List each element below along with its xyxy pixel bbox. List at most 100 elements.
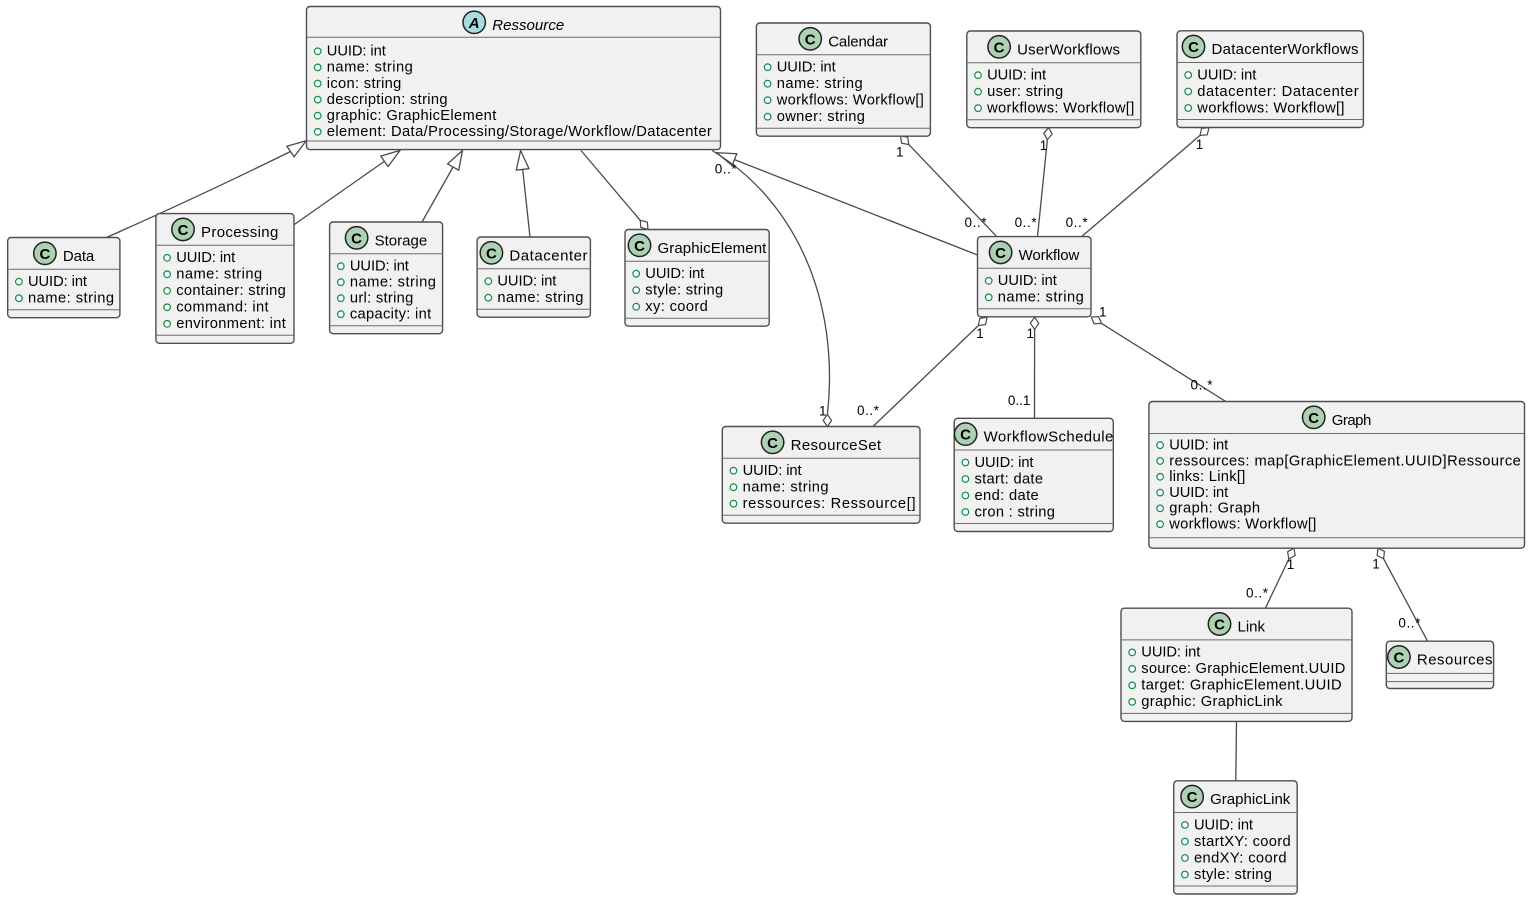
svg-text:name: string: name: string <box>176 267 262 283</box>
svg-text:capacity: int: capacity: int <box>350 307 431 323</box>
svg-text:C: C <box>767 435 778 452</box>
svg-text:workflows: Workflow[]: workflows: Workflow[] <box>1196 100 1344 116</box>
svg-text:ressources: map[GraphicElement: ressources: map[GraphicElement.UUID]Ress… <box>1169 453 1521 469</box>
svg-text:container: string: container: string <box>176 283 286 299</box>
svg-text:UUID: int: UUID: int <box>975 455 1034 471</box>
svg-text:WorkflowSchedule: WorkflowSchedule <box>984 429 1114 446</box>
svg-text:0..*: 0..* <box>1246 586 1269 601</box>
svg-text:Workflow: Workflow <box>1019 247 1080 264</box>
svg-text:C: C <box>1188 39 1199 56</box>
svg-text:Resources: Resources <box>1417 652 1493 669</box>
svg-text:links: Link[]: links: Link[] <box>1169 469 1245 485</box>
svg-text:C: C <box>178 222 189 239</box>
svg-text:C: C <box>1393 650 1404 667</box>
svg-text:endXY: coord: endXY: coord <box>1194 850 1287 866</box>
svg-text:graphic: GraphicElement: graphic: GraphicElement <box>327 108 497 124</box>
svg-text:name: string: name: string <box>743 480 829 496</box>
svg-text:C: C <box>39 246 50 263</box>
svg-text:name: string: name: string <box>497 290 583 306</box>
svg-text:UUID: int: UUID: int <box>327 44 386 60</box>
svg-text:1: 1 <box>819 403 827 418</box>
svg-text:target: GraphicElement.UUID: target: GraphicElement.UUID <box>1141 678 1341 694</box>
svg-text:UUID: int: UUID: int <box>1194 817 1253 833</box>
svg-text:UUID: int: UUID: int <box>987 68 1046 84</box>
svg-text:1: 1 <box>896 145 904 160</box>
svg-text:ressources: Ressource[]: ressources: Ressource[] <box>743 496 916 512</box>
svg-text:UUID: int: UUID: int <box>1169 438 1228 454</box>
svg-text:Storage: Storage <box>375 232 428 249</box>
svg-text:C: C <box>1308 410 1319 427</box>
svg-text:C: C <box>994 39 1005 56</box>
svg-text:UUID: int: UUID: int <box>645 266 704 282</box>
svg-text:DatacenterWorkflows: DatacenterWorkflows <box>1212 41 1359 58</box>
svg-text:1: 1 <box>1026 326 1034 341</box>
svg-text:style: string: style: string <box>1194 867 1272 883</box>
svg-text:C: C <box>1214 617 1225 634</box>
svg-text:environment: int: environment: int <box>176 316 286 332</box>
svg-text:0..*: 0..* <box>1398 616 1421 631</box>
svg-text:C: C <box>486 245 497 262</box>
svg-text:datacenter: Datacenter: datacenter: Datacenter <box>1197 84 1358 100</box>
svg-text:1: 1 <box>1372 557 1380 572</box>
svg-text:UUID: int: UUID: int <box>176 250 235 266</box>
svg-text:0..*: 0..* <box>857 403 880 418</box>
svg-text:workflows: Workflow[]: workflows: Workflow[] <box>1168 517 1316 533</box>
svg-text:1: 1 <box>1196 137 1204 152</box>
svg-text:UUID: int: UUID: int <box>777 60 836 76</box>
svg-text:C: C <box>805 31 816 48</box>
svg-text:0..1: 0..1 <box>1008 393 1031 408</box>
svg-text:UUID: int: UUID: int <box>350 259 409 275</box>
svg-text:user: string: user: string <box>987 84 1063 100</box>
svg-text:UUID: int: UUID: int <box>497 274 556 290</box>
svg-text:name: string: name: string <box>777 76 863 92</box>
svg-text:graph: Graph: graph: Graph <box>1169 501 1260 517</box>
svg-text:0..*: 0..* <box>965 215 988 230</box>
svg-text:UUID: int: UUID: int <box>1197 67 1256 83</box>
svg-text:Data: Data <box>63 248 95 265</box>
svg-text:workflows: Workflow[]: workflows: Workflow[] <box>986 101 1134 117</box>
svg-text:1: 1 <box>1040 138 1048 153</box>
svg-text:UUID: int: UUID: int <box>1141 645 1200 661</box>
svg-text:UUID: int: UUID: int <box>28 274 87 290</box>
svg-text:owner: string: owner: string <box>777 109 865 125</box>
svg-text:description: string: description: string <box>327 92 448 108</box>
svg-text:icon: string: icon: string <box>327 76 402 92</box>
svg-text:xy: coord: xy: coord <box>645 299 708 315</box>
svg-text:graphic: GraphicLink: graphic: GraphicLink <box>1141 694 1283 710</box>
svg-text:Datacenter: Datacenter <box>509 247 587 264</box>
svg-text:end: date: end: date <box>975 488 1039 504</box>
svg-text:startXY: coord: startXY: coord <box>1194 834 1291 850</box>
svg-text:element: Data/Processing/Stora: element: Data/Processing/Storage/Workflo… <box>327 124 712 140</box>
svg-text:Processing: Processing <box>201 224 278 241</box>
svg-text:UUID: int: UUID: int <box>743 463 802 479</box>
svg-text:command: int: command: int <box>176 300 268 316</box>
svg-text:1: 1 <box>976 326 984 341</box>
svg-text:C: C <box>960 427 971 444</box>
svg-text:workflows: Workflow[]: workflows: Workflow[] <box>776 93 924 109</box>
svg-text:0..*: 0..* <box>1015 215 1038 230</box>
svg-text:A: A <box>468 15 480 32</box>
svg-text:0..*: 0..* <box>715 161 738 176</box>
svg-text:UUID: int: UUID: int <box>1169 485 1228 501</box>
svg-text:Graph: Graph <box>1332 412 1372 429</box>
svg-text:GraphicLink: GraphicLink <box>1210 791 1291 808</box>
svg-text:C: C <box>634 238 645 255</box>
svg-text:url: string: url: string <box>350 291 413 307</box>
svg-text:start: date: start: date <box>975 471 1044 487</box>
svg-text:1: 1 <box>1099 305 1107 320</box>
svg-text:cron : string: cron : string <box>975 504 1055 520</box>
svg-text:source: GraphicElement.UUID: source: GraphicElement.UUID <box>1141 661 1345 677</box>
svg-text:UserWorkflows: UserWorkflows <box>1017 41 1120 58</box>
svg-text:GraphicElement: GraphicElement <box>658 240 768 257</box>
svg-text:C: C <box>351 230 362 247</box>
svg-text:name: string: name: string <box>998 290 1084 306</box>
svg-text:name: string: name: string <box>350 275 436 291</box>
svg-text:ResourceSet: ResourceSet <box>791 437 882 454</box>
svg-text:UUID: int: UUID: int <box>998 273 1057 289</box>
svg-text:C: C <box>995 245 1006 262</box>
svg-text:1: 1 <box>1287 557 1295 572</box>
svg-text:style: string: style: string <box>645 283 723 299</box>
svg-text:Ressource: Ressource <box>492 17 564 34</box>
svg-text:name: string: name: string <box>327 60 413 76</box>
svg-text:0..*: 0..* <box>1191 378 1214 393</box>
